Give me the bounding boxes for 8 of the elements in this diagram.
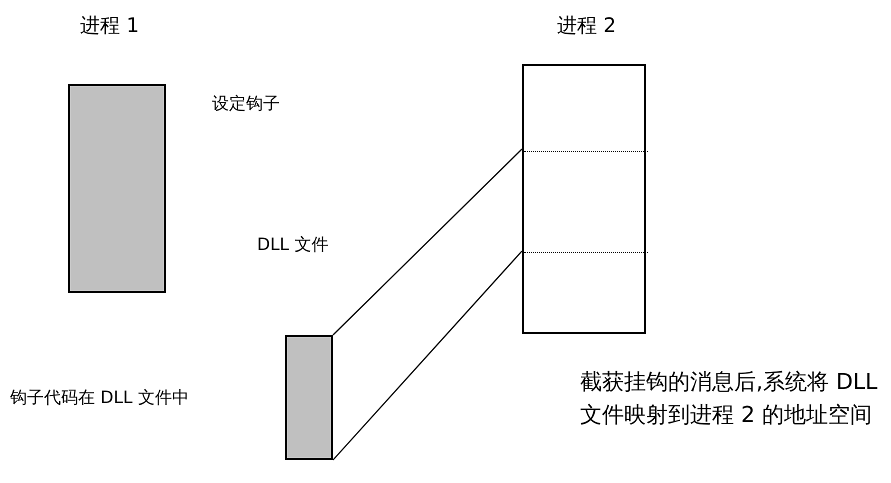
process-heading: 进程 1: [80, 12, 140, 39]
hook-label: 设定钩子: [212, 93, 280, 115]
file-label: DLL 文件: [257, 234, 328, 256]
block-caption: 钩子代码在 DLL 文件中: [10, 387, 189, 409]
note-text: 截获挂钩的消息后,系统将 DLL 文件映射到进程 2 的地址空间: [580, 369, 878, 430]
mapping-line: [332, 148, 522, 336]
process-heading: 进程 2: [557, 12, 616, 39]
mapping-line: [332, 250, 522, 460]
